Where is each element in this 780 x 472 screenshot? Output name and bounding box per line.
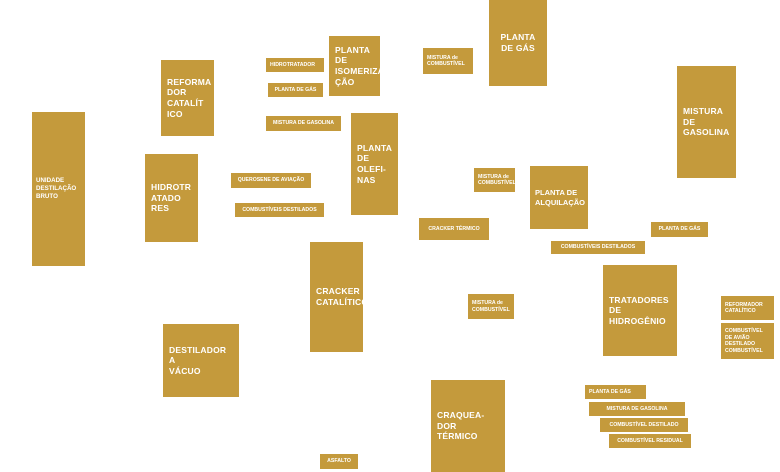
catalytic-cracker-unit: CRACKER CATALÍTICO bbox=[310, 242, 368, 352]
crude-distillation-unit: UNIDADE DESTILAÇÃO BRUTO bbox=[32, 112, 85, 266]
alkylation-plant-unit: PLANTA DE ALQUILAÇÃO bbox=[530, 166, 588, 229]
hydrogen-treaters-unit: TRATADORES DE HIDROGÊNIO bbox=[603, 265, 677, 356]
catalytic-reformer-unit: REFORMA DOR CATALÍT ICO bbox=[161, 60, 214, 136]
distillate-fuel-label: COMBUSTÍVEL DESTILADO bbox=[600, 418, 688, 432]
gas-plant-unit: PLANTA DE GÁS bbox=[489, 0, 547, 86]
fuel-blending-label-mid: MISTURA de COMBUSTÍVEL bbox=[474, 168, 516, 192]
thermal-cracker-label: CRACKER TÉRMICO bbox=[419, 218, 489, 240]
olefins-plant-unit: PLANTA DE OLEFI- NAS bbox=[351, 113, 398, 215]
fuel-blending-label-low: MISTURA de COMBUSTÍVEL bbox=[468, 294, 514, 319]
gas-plant-label-2: PLANTA DE GÁS bbox=[651, 222, 708, 237]
hydrotreater-label: HIDROTRATADOR bbox=[266, 58, 324, 72]
gas-plant-label-3: PLANTA DE GÁS bbox=[585, 385, 646, 399]
hydrotreaters-unit: HIDROTR ATADO RES bbox=[145, 154, 198, 242]
catalytic-reformer-label: REFORMADOR CATALÍTICO bbox=[721, 296, 774, 320]
fuel-blending-label-top: MISTURA de COMBUSTÍVEL bbox=[423, 48, 473, 74]
aviation-kerosene-label: QUEROSENE DE AVIAÇÃO bbox=[231, 173, 311, 188]
gasoline-blending-label-1: MISTURA DE GASOLINA bbox=[266, 116, 341, 131]
asphalt-label: ASFALTO bbox=[320, 454, 358, 469]
residual-fuel-label: COMBUSTÍVEL RESIDUAL bbox=[609, 434, 691, 448]
gasoline-blending-label-2: MISTURA DE GASOLINA bbox=[589, 402, 685, 416]
gasoline-blending-unit: MISTURA DE GASOLINA bbox=[677, 66, 736, 178]
gas-plant-label-1: PLANTA DE GÁS bbox=[268, 83, 323, 97]
isomerization-plant-unit: PLANTA DE ISOMERIZA ÇÃO bbox=[329, 36, 384, 96]
distillate-fuels-label-1: COMBUSTÍVEIS DESTILADOS bbox=[235, 203, 324, 217]
vacuum-distiller-unit: DESTILADOR A VÁCUO bbox=[163, 324, 239, 397]
distillate-fuels-label-2: COMBUSTÍVEIS DESTILADOS bbox=[551, 241, 645, 254]
aviation-fuel-distillate-label: COMBUSTÍVEL DE AVIÃO DESTILADO COMBUSTÍV… bbox=[721, 323, 774, 359]
thermal-cracker-unit: CRAQUEA- DOR TÉRMICO bbox=[431, 380, 505, 472]
